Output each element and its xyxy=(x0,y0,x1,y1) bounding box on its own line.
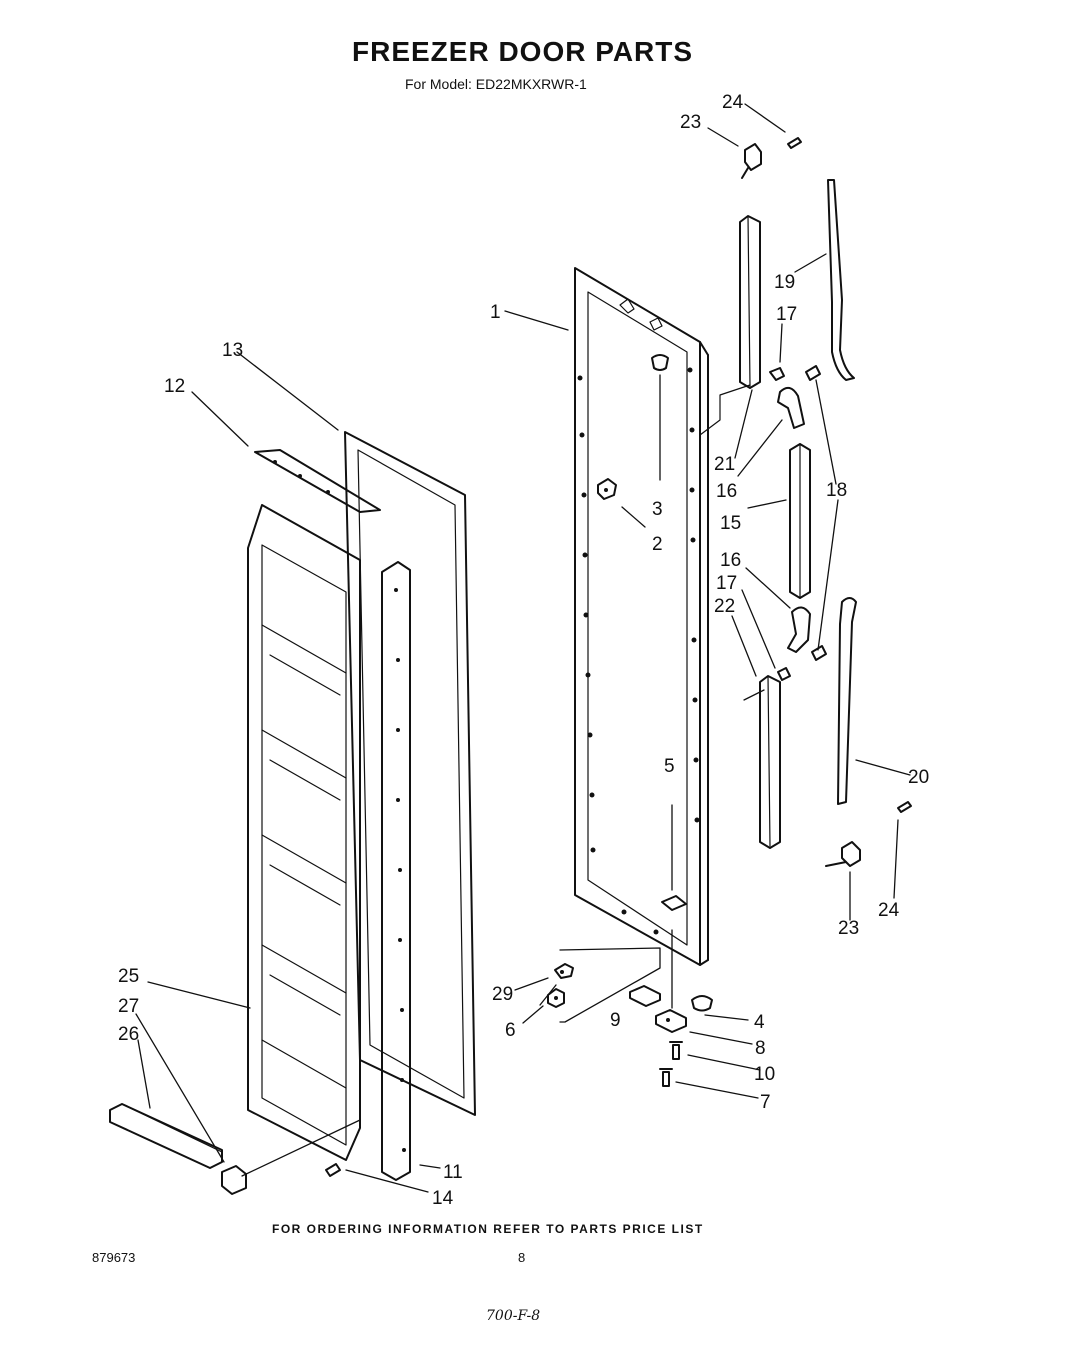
shelf-rail xyxy=(109,1103,223,1169)
leader-lines xyxy=(135,103,911,1193)
callout-10: 10 xyxy=(754,1064,775,1085)
ordering-info-note: FOR ORDERING INFORMATION REFER TO PARTS … xyxy=(272,1222,704,1236)
door-liner xyxy=(247,504,361,1161)
page-number: 8 xyxy=(518,1250,526,1265)
outer-door-panel xyxy=(574,267,751,966)
handwritten-code: 700-F-8 xyxy=(486,1308,541,1324)
page-title: FREEZER DOOR PARTS xyxy=(352,36,694,67)
callout-6: 6 xyxy=(505,1020,516,1041)
callout-24-lower: 24 xyxy=(878,900,900,921)
callout-5: 5 xyxy=(664,756,675,777)
liner-screw xyxy=(325,1163,341,1177)
callout-21: 21 xyxy=(714,454,735,475)
model-subtitle: For Model: ED22MKXRWR-1 xyxy=(405,76,587,92)
door-gasket xyxy=(344,431,476,1116)
callout-23-upper: 23 xyxy=(680,112,701,133)
callout-26: 26 xyxy=(118,1024,139,1045)
callout-11: 11 xyxy=(443,1162,463,1183)
lower-hinge-assembly xyxy=(547,929,713,1087)
callout-19: 19 xyxy=(774,272,795,293)
callout-25: 25 xyxy=(118,966,139,987)
document-number: 879673 xyxy=(92,1250,136,1265)
callout-16-lower: 16 xyxy=(720,550,741,571)
door-plug xyxy=(651,354,669,481)
callout-14: 14 xyxy=(432,1188,454,1209)
callout-9: 9 xyxy=(610,1010,621,1031)
handle-bottom-cap xyxy=(825,801,912,867)
shelf-end-cap xyxy=(221,1119,361,1195)
callout-labels: 1 2 3 4 5 6 7 8 9 10 11 12 13 14 15 16 1… xyxy=(118,92,929,1209)
callout-1: 1 xyxy=(490,302,501,323)
door-breaker-strip xyxy=(381,561,411,1181)
callout-8: 8 xyxy=(755,1038,766,1059)
hinge-bracket xyxy=(661,804,687,911)
callout-3: 3 xyxy=(652,499,663,520)
door-stop xyxy=(597,478,617,500)
handle-trim-right xyxy=(827,179,855,381)
callout-17-upper: 17 xyxy=(776,304,797,325)
handle-trim-lower-right xyxy=(837,597,857,805)
callout-4: 4 xyxy=(754,1012,765,1033)
callout-12: 12 xyxy=(164,376,185,397)
handle-mount xyxy=(769,365,821,429)
callout-20: 20 xyxy=(908,767,929,788)
callout-23-lower: 23 xyxy=(838,918,859,939)
callout-18: 18 xyxy=(826,480,847,501)
handle-top-trim xyxy=(739,215,761,389)
shelf-bracket xyxy=(254,449,381,513)
handle-bottom-trim xyxy=(759,675,781,849)
callout-16-upper: 16 xyxy=(716,481,737,502)
handle-bar xyxy=(789,443,811,599)
handle-top-cap xyxy=(741,137,802,179)
callout-27: 27 xyxy=(118,996,139,1017)
callout-2: 2 xyxy=(652,534,663,555)
callout-22: 22 xyxy=(714,596,735,617)
callout-17-lower: 17 xyxy=(716,573,737,594)
callout-15: 15 xyxy=(720,513,741,534)
callout-7: 7 xyxy=(760,1092,771,1113)
callout-29: 29 xyxy=(492,984,513,1005)
callout-24-upper: 24 xyxy=(722,92,744,113)
callout-13: 13 xyxy=(222,340,243,361)
